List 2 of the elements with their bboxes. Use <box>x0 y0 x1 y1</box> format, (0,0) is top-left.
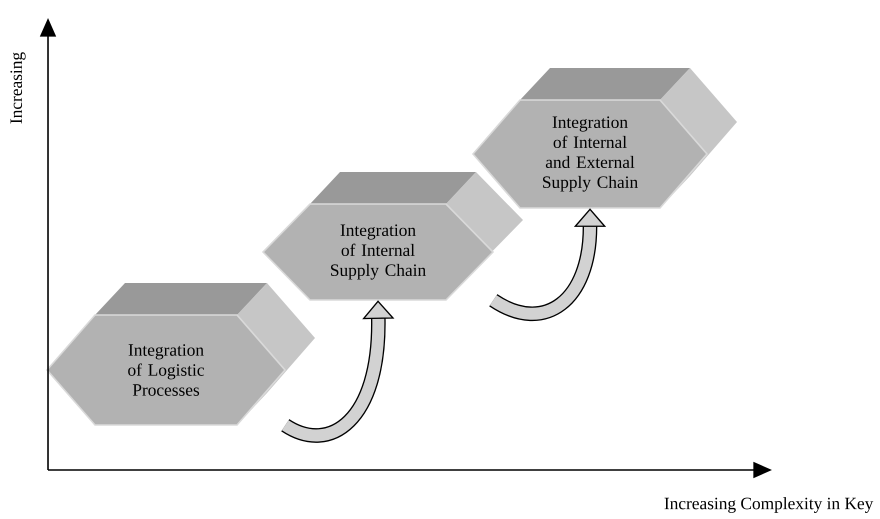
axis-label: Increasing Complexity in Key <box>664 497 874 513</box>
axis-label: Increasing <box>10 52 26 124</box>
